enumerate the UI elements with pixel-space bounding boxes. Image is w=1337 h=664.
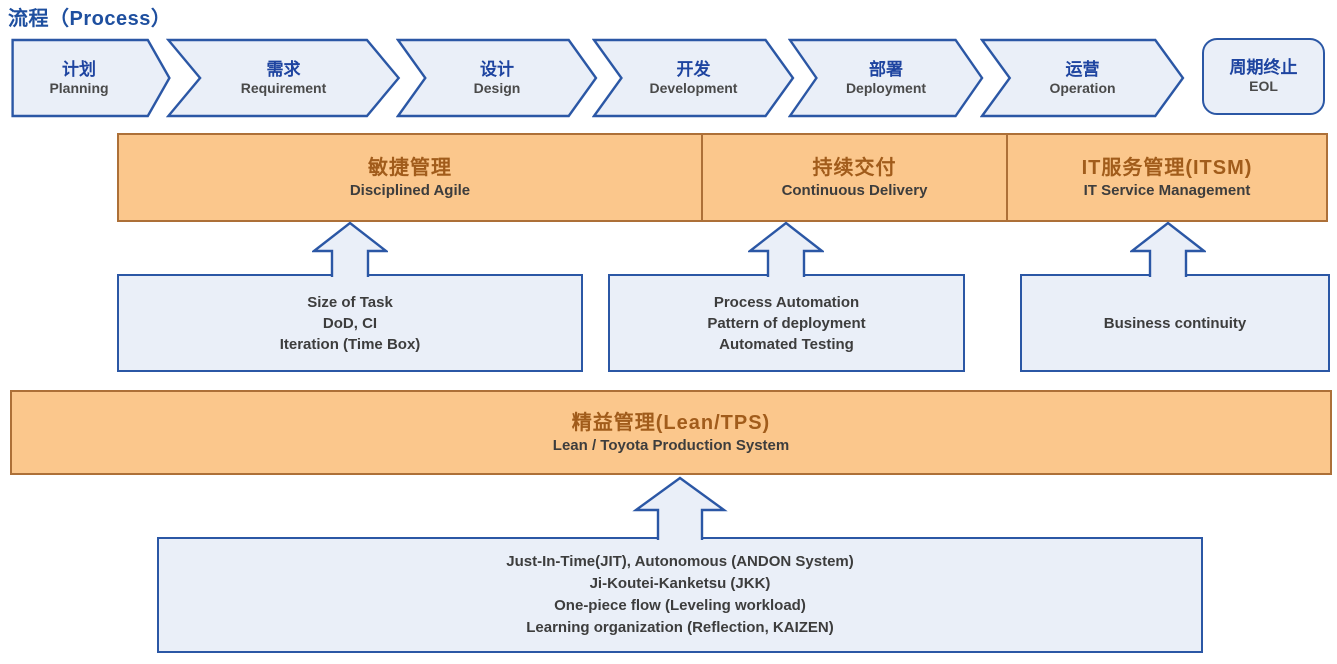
band-section-continuous-delivery: 持续交付 Continuous Delivery	[701, 133, 1008, 222]
up-arrow-icon	[1130, 221, 1206, 277]
step-label: 开发 Development	[592, 38, 795, 118]
practice-line: One-piece flow (Leveling workload)	[554, 597, 806, 614]
chevron-shape-icon	[592, 38, 795, 118]
practice-line: Size of Task	[307, 293, 393, 311]
process-step-eol: 周期终止 EOL	[1202, 38, 1325, 115]
lean-title-zh: 精益管理(Lean/TPS)	[571, 411, 771, 434]
step-label-zh: 部署	[869, 59, 903, 79]
practice-box-continuous-delivery: Process Automation Pattern of deployment…	[608, 274, 965, 372]
practice-line: Pattern of deployment	[707, 314, 866, 332]
methodology-band: 敏捷管理 Disciplined Agile 持续交付 Continuous D…	[117, 133, 1332, 222]
step-label-en: Operation	[1049, 79, 1116, 96]
step-label-zh: 需求	[266, 59, 301, 79]
process-step-deployment: 部署 Deployment	[788, 38, 984, 118]
up-arrow-icon	[632, 476, 728, 540]
practice-line: Learning organization (Reflection, KAIZE…	[526, 619, 834, 636]
step-label-zh: 运营	[1065, 59, 1100, 79]
step-label-zh: 计划	[62, 59, 96, 79]
step-label: 设计 Design	[396, 38, 598, 118]
step-label-zh: 设计	[480, 59, 514, 79]
up-arrow-icon	[748, 221, 824, 277]
band-title-zh: 敏捷管理	[368, 156, 452, 179]
page-title: 流程（Process）	[8, 8, 172, 30]
practice-line: Automated Testing	[719, 335, 854, 353]
band-title-zh: 持续交付	[812, 156, 897, 179]
step-label-zh: 开发	[676, 59, 711, 79]
process-step-development: 开发 Development	[592, 38, 795, 118]
practice-line: Business continuity	[1103, 314, 1247, 332]
practice-line: Iteration (Time Box)	[279, 335, 421, 353]
process-step-planning: 计划 Planning	[11, 38, 171, 118]
step-label-en: Design	[473, 79, 521, 96]
process-step-requirement: 需求 Requirement	[166, 38, 401, 118]
step-label-en: Development	[649, 79, 738, 96]
lean-title-en: Lean / Toyota Production System	[552, 436, 790, 454]
chevron-shape-icon	[396, 38, 598, 118]
practice-line: Ji-Koutei-Kanketsu (JKK)	[589, 575, 771, 592]
step-label: 部署 Deployment	[788, 38, 984, 118]
step-label-en: Requirement	[240, 79, 327, 96]
step-label-en: Planning	[49, 79, 109, 96]
practice-box-lean: Just-In-Time(JIT), Autonomous (ANDON Sys…	[157, 537, 1203, 653]
practice-line: DoD, CI	[322, 314, 378, 332]
chevron-shape-icon	[788, 38, 984, 118]
band-title-en: Disciplined Agile	[349, 181, 471, 199]
step-label: 需求 Requirement	[166, 38, 401, 118]
step-label: 计划 Planning	[11, 38, 171, 118]
step-label-zh: 周期终止	[1229, 58, 1298, 78]
practice-line: Just-In-Time(JIT), Autonomous (ANDON Sys…	[506, 553, 854, 570]
band-title-en: IT Service Management	[1083, 181, 1251, 199]
step-label: 运营 Operation	[980, 38, 1185, 118]
up-arrow-icon	[312, 221, 388, 277]
practice-box-itsm: Business continuity	[1020, 274, 1330, 372]
practice-line: Process Automation	[713, 293, 860, 311]
process-step-design: 设计 Design	[396, 38, 598, 118]
step-label-en: Deployment	[845, 79, 927, 96]
chevron-shape-icon	[980, 38, 1185, 118]
step-label-en: EOL	[1249, 78, 1278, 95]
practice-box-agile: Size of Task DoD, CI Iteration (Time Box…	[117, 274, 583, 372]
band-title-en: Continuous Delivery	[781, 181, 928, 199]
chevron-shape-icon	[166, 38, 401, 118]
band-section-itsm: IT服务管理(ITSM) IT Service Management	[1006, 133, 1328, 222]
band-title-zh: IT服务管理(ITSM)	[1081, 156, 1253, 179]
lean-band: 精益管理(Lean/TPS) Lean / Toyota Production …	[10, 390, 1332, 475]
process-step-operation: 运营 Operation	[980, 38, 1185, 118]
band-section-disciplined-agile: 敏捷管理 Disciplined Agile	[117, 133, 703, 222]
chevron-shape-icon	[11, 38, 171, 118]
